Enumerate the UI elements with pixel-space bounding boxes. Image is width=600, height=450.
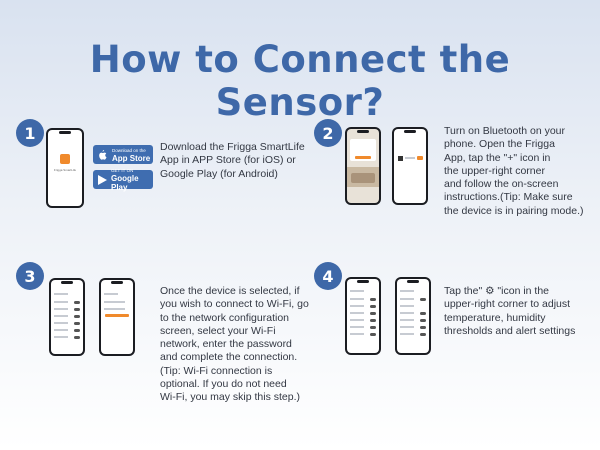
step-1-line: App in APP Store (for iOS) or — [160, 154, 296, 167]
step-2-line: the upper-right corner — [444, 164, 545, 177]
step-3-line: screen, select your Wi-Fi — [160, 324, 276, 337]
google-play-button[interactable]: GET IT ON Google Play — [93, 168, 153, 192]
play-icon — [97, 174, 107, 185]
step-2-badge: 2 — [314, 119, 342, 147]
step-3-line: you wish to connect to Wi-Fi, go — [160, 298, 309, 311]
step-2-line: instructions.(Tip: Make sure — [444, 191, 573, 204]
step-2-line: phone. Open the Frigga — [444, 138, 555, 151]
step-4-phone-right — [395, 277, 431, 355]
step-3-line: (Tip: Wi-Fi connection is — [160, 364, 273, 377]
step-1-badge: 1 — [16, 119, 44, 147]
alert-settings-screen — [397, 279, 429, 353]
wifi-password-screen — [101, 280, 133, 354]
frigga-app-icon — [60, 154, 70, 164]
step-3-line: network, enter the password — [160, 338, 292, 351]
step-2-text: Turn on Bluetooth on your phone. Open th… — [444, 125, 584, 218]
step-1-phone: Frigga SmartLife — [46, 128, 84, 208]
step-1-line: Download the Frigga SmartLife — [160, 141, 305, 153]
step-4-line: upper-right corner to adjust — [444, 298, 571, 311]
step-4-line: temperature, humidity — [444, 311, 546, 324]
step-3-phone-right — [99, 278, 135, 356]
step-4-text: Tap the" ⚙ "icon in the upper-right corn… — [444, 285, 575, 338]
step-1-text: Download the Frigga SmartLife App in APP… — [160, 141, 305, 181]
step-4-line: thresholds and alert settings — [444, 324, 576, 337]
step-2-line: App, tap the "+" icon in — [444, 151, 551, 164]
step-3-text: Once the device is selected, if you wish… — [160, 285, 309, 405]
step-2-line: the device is in pairing mode.) — [444, 204, 584, 217]
page-title: How to Connect the Sensor? — [89, 38, 511, 124]
step-4-phone-left — [345, 277, 381, 355]
app-home-screen: Frigga SmartLife — [48, 130, 82, 206]
step-3-line: Wi-Fi, you may skip this step.) — [160, 391, 301, 404]
step-2-phone-left — [345, 127, 381, 205]
room-photo-screen — [347, 129, 379, 203]
app-store-button[interactable]: Download on the App Store — [93, 145, 153, 164]
app-label: Frigga SmartLife — [53, 168, 77, 172]
settings-screen — [347, 279, 379, 353]
popup-card — [350, 139, 376, 161]
step-3-phone-left — [49, 278, 85, 356]
google-play-label: Google Play — [111, 174, 139, 192]
step-3-line: and complete the connection. — [160, 351, 298, 364]
step-2-line: and follow the on-screen — [444, 178, 559, 191]
connect-button — [355, 156, 371, 159]
apple-icon — [97, 149, 108, 160]
app-store-label: App Store — [112, 153, 151, 163]
step-3-line: Once the device is selected, if — [160, 285, 300, 297]
step-1-line: Google Play (for Android) — [160, 167, 278, 180]
google-play-small-text: GET IT ON — [111, 168, 134, 173]
wifi-list-screen — [51, 280, 83, 354]
step-3-line: to the network configuration — [160, 311, 289, 324]
app-store-small-text: Download on the — [112, 147, 146, 153]
step-3-line: optional. If you do not need — [160, 378, 287, 391]
step-3-badge: 3 — [16, 262, 44, 290]
step-2-line: Turn on Bluetooth on your — [444, 125, 566, 137]
confirm-button — [105, 314, 129, 317]
device-found-screen — [394, 129, 426, 203]
step-4-badge: 4 — [314, 262, 342, 290]
step-2-phone-right — [392, 127, 428, 205]
step-4-line: Tap the" ⚙ "icon in the — [444, 285, 550, 297]
